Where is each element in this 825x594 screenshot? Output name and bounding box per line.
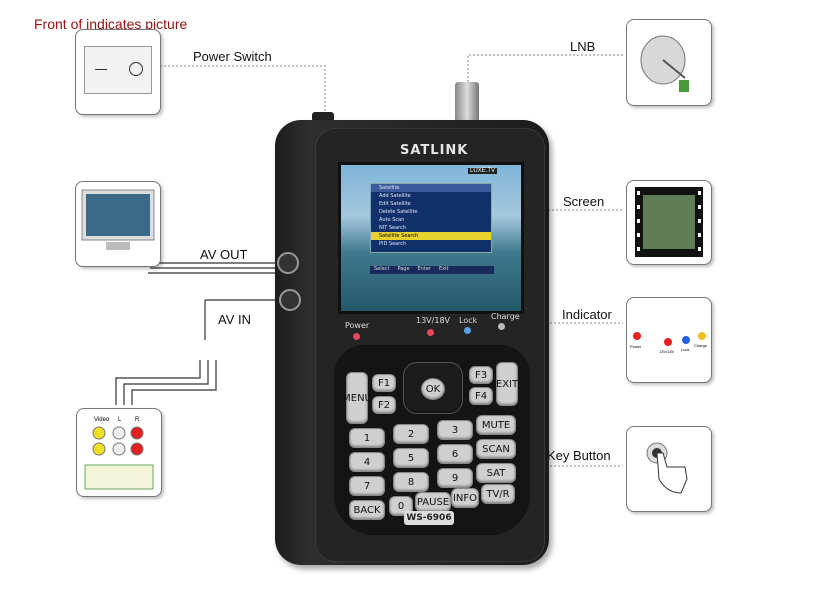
back-button[interactable]: BACK [349,500,385,520]
indicator-charge-label: Charge [491,312,520,321]
page-title: Front of indicates picture [34,16,188,32]
indicator-label: Indicator [562,307,612,322]
mute-button[interactable]: MUTE [476,415,516,435]
digit-9-button[interactable]: 9 [437,468,473,488]
av-in-label-l: L [118,417,122,423]
footer-enter: Enter [417,266,431,272]
menu-item: Auto Scan [379,217,405,223]
hand-press-icon [646,442,688,494]
digit-4-button[interactable]: 4 [349,452,385,472]
screen-thumb [626,180,712,265]
digit-7-button[interactable]: 7 [349,476,385,496]
f2-button[interactable]: F2 [372,396,396,414]
lnb-connector [455,82,479,122]
screen-footer: Select Page Enter Exit [370,266,494,274]
indicator-thumb: Power 13V/18V Lock Charge [626,297,712,383]
screen-label: Screen [563,194,605,209]
av-out-port [277,252,299,274]
channel-badge: LUXE.TV [468,168,498,174]
screen-menu: Satellite Add Satellite Edit Satellite D… [370,183,492,253]
info-button[interactable]: INFO [451,488,479,508]
footer-exit: Exit [438,266,449,272]
f1-button[interactable]: F1 [372,374,396,392]
monitor-icon [81,189,155,250]
thumb-led-charge [698,332,706,340]
menu-item: Add Satellite [379,193,411,199]
menu-header: Satellite [371,184,491,192]
av-in-label-r: R [135,417,140,423]
power-led [353,333,360,340]
indicator-voltage-label: 13V/18V [416,316,450,325]
menu-item: NIT Search [379,225,407,231]
exit-button[interactable]: EXIT [496,362,518,406]
tv-radio-button[interactable]: TV/R [481,484,515,504]
charge-led [498,323,505,330]
digit-8-button[interactable]: 8 [393,472,429,492]
thumb-led-voltage [664,338,672,346]
footer-select: Select [374,266,390,272]
digit-5-button[interactable]: 5 [393,448,429,468]
power-switch[interactable] [312,112,334,122]
menu-item-highlighted: Satellite Search [371,232,491,240]
pause-button[interactable]: PAUSE [415,492,451,512]
thumb-led-power [633,332,641,340]
thumb-led-lock [682,336,690,344]
digit-2-button[interactable]: 2 [393,424,429,444]
voltage-led [427,329,434,336]
menu-item: Delete Satellite [379,209,418,215]
sat-button[interactable]: SAT [476,463,516,483]
model-label: WS-6906 [404,511,454,525]
brand-logo: SATLINK [400,143,469,158]
satellite-dish-icon [640,35,689,92]
footer-page: Page [397,266,410,272]
f3-button[interactable]: F3 [469,366,493,384]
thumb-label-lock: Lock [681,347,690,352]
rca-jacks-icon [84,426,154,490]
digit-3-button[interactable]: 3 [437,420,473,440]
digit-1-button[interactable]: 1 [349,428,385,448]
film-strip-icon [635,187,703,257]
av-out-thumb [75,181,161,267]
switch-icon [84,46,152,94]
indicator-lock-label: Lock [459,316,478,325]
power-switch-label: Power Switch [193,49,272,64]
menu-item: PID Search [379,241,407,247]
f4-button[interactable]: F4 [469,387,493,405]
av-in-thumb: Video L R [76,408,162,497]
ok-button[interactable]: OK [421,378,445,400]
av-out-label: AV OUT [200,247,248,262]
key-button-label: Key Button [547,448,611,463]
scan-button[interactable]: SCAN [476,439,516,459]
menu-item: Edit Satellite [379,201,411,207]
lock-led [464,327,471,334]
lnb-thumb [626,19,712,106]
thumb-label-power: Power [630,344,642,349]
digit-6-button[interactable]: 6 [437,444,473,464]
thumb-label-voltage: 13V/18V [659,349,675,354]
indicator-power-label: Power [345,321,370,330]
av-in-port [279,289,301,311]
menu-button[interactable]: MENU [342,372,372,424]
power-switch-thumb [75,29,161,115]
av-in-label: AV IN [218,312,251,327]
lnb-label: LNB [570,39,596,54]
key-button-thumb [626,426,712,512]
av-in-label-video: Video [94,417,110,423]
thumb-label-charge: Charge [694,343,708,348]
